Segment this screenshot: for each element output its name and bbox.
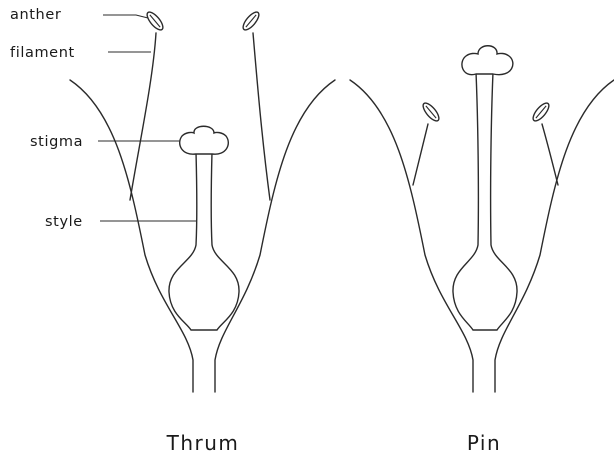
thrum-label: Thrum: [166, 431, 240, 455]
thrum-anther-right: [240, 10, 261, 33]
pin-filament-right: [542, 124, 558, 185]
thrum-anther-left: [144, 10, 165, 33]
pin-pistil: [453, 72, 517, 330]
thrum-pistil: [169, 152, 239, 330]
pin-label: Pin: [467, 431, 501, 455]
thrum-filament-left: [130, 33, 156, 200]
pin-anther-right: [530, 101, 551, 124]
pin-corolla-right: [495, 80, 614, 392]
thrum-corolla-left: [70, 80, 193, 392]
thrum-stigma: [180, 126, 229, 154]
pin-filament-left: [413, 124, 428, 185]
stigma-label: stigma: [30, 134, 83, 150]
thrum-flower: [70, 10, 335, 392]
anther-leader-line: [103, 15, 148, 18]
thrum-filament-right: [253, 33, 270, 200]
thrum-corolla-right: [215, 80, 335, 392]
style-label: style: [45, 214, 83, 230]
pin-anther-left: [420, 101, 441, 124]
pin-flower: [350, 46, 614, 392]
pin-corolla-left: [350, 80, 473, 392]
pin-stigma: [462, 46, 513, 75]
anther-label: anther: [10, 7, 61, 23]
filament-label: filament: [10, 45, 75, 61]
